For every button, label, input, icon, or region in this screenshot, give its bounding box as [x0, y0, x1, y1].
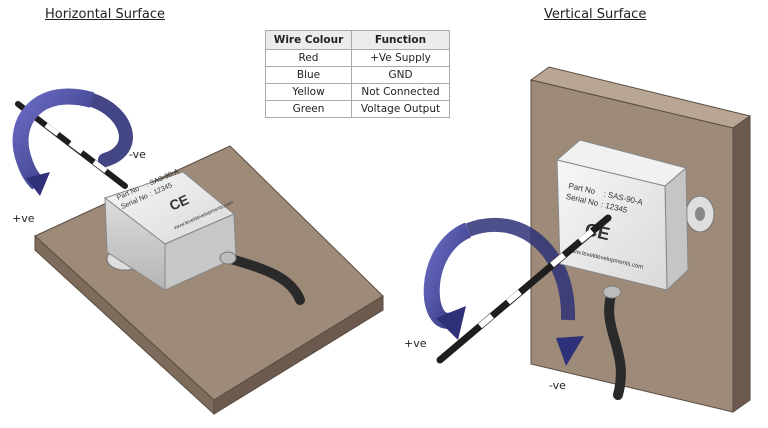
horizontal-plate	[34, 145, 384, 416]
function-cell: Voltage Output	[351, 100, 450, 118]
wire-colour-cell: Yellow	[265, 83, 352, 101]
table-header-wire-colour: Wire Colour	[265, 30, 352, 50]
function-cell: Not Connected	[351, 83, 450, 101]
rotation-arrow-left	[12, 88, 95, 196]
cable-right	[604, 287, 626, 400]
inclinometer-device-right: Part No : SAS-90-A Serial No : 12345 CE …	[555, 139, 715, 400]
axis-rod-right	[436, 214, 612, 364]
vertical-surface-heading: Vertical Surface	[544, 7, 647, 22]
rotation-arrow-right	[423, 222, 584, 366]
ce-mark-left: CE	[167, 191, 191, 214]
rotation-arrow-back-left	[85, 93, 133, 167]
wire-colour-cell: Green	[265, 100, 352, 118]
negative-direction-label-left: -ve	[129, 148, 146, 161]
cable-left	[223, 253, 305, 305]
table-row: Green Voltage Output	[265, 100, 450, 118]
wire-colour-table: Wire Colour Function Red +Ve Supply Blue…	[265, 30, 450, 118]
positive-direction-label-right: +ve	[404, 337, 427, 350]
table-row: Yellow Not Connected	[265, 83, 450, 101]
rotation-arrow-back-right	[465, 218, 576, 321]
table-header-row: Wire Colour Function	[265, 30, 450, 50]
inclinometer-device-left: Part No : SAS-90-A Serial No : 12345 CE …	[103, 168, 305, 305]
table-header-function: Function	[351, 30, 450, 50]
positive-direction-label-left: +ve	[12, 212, 35, 225]
horizontal-surface-heading: Horizontal Surface	[45, 7, 166, 22]
negative-direction-label-right: -ve	[549, 379, 566, 392]
